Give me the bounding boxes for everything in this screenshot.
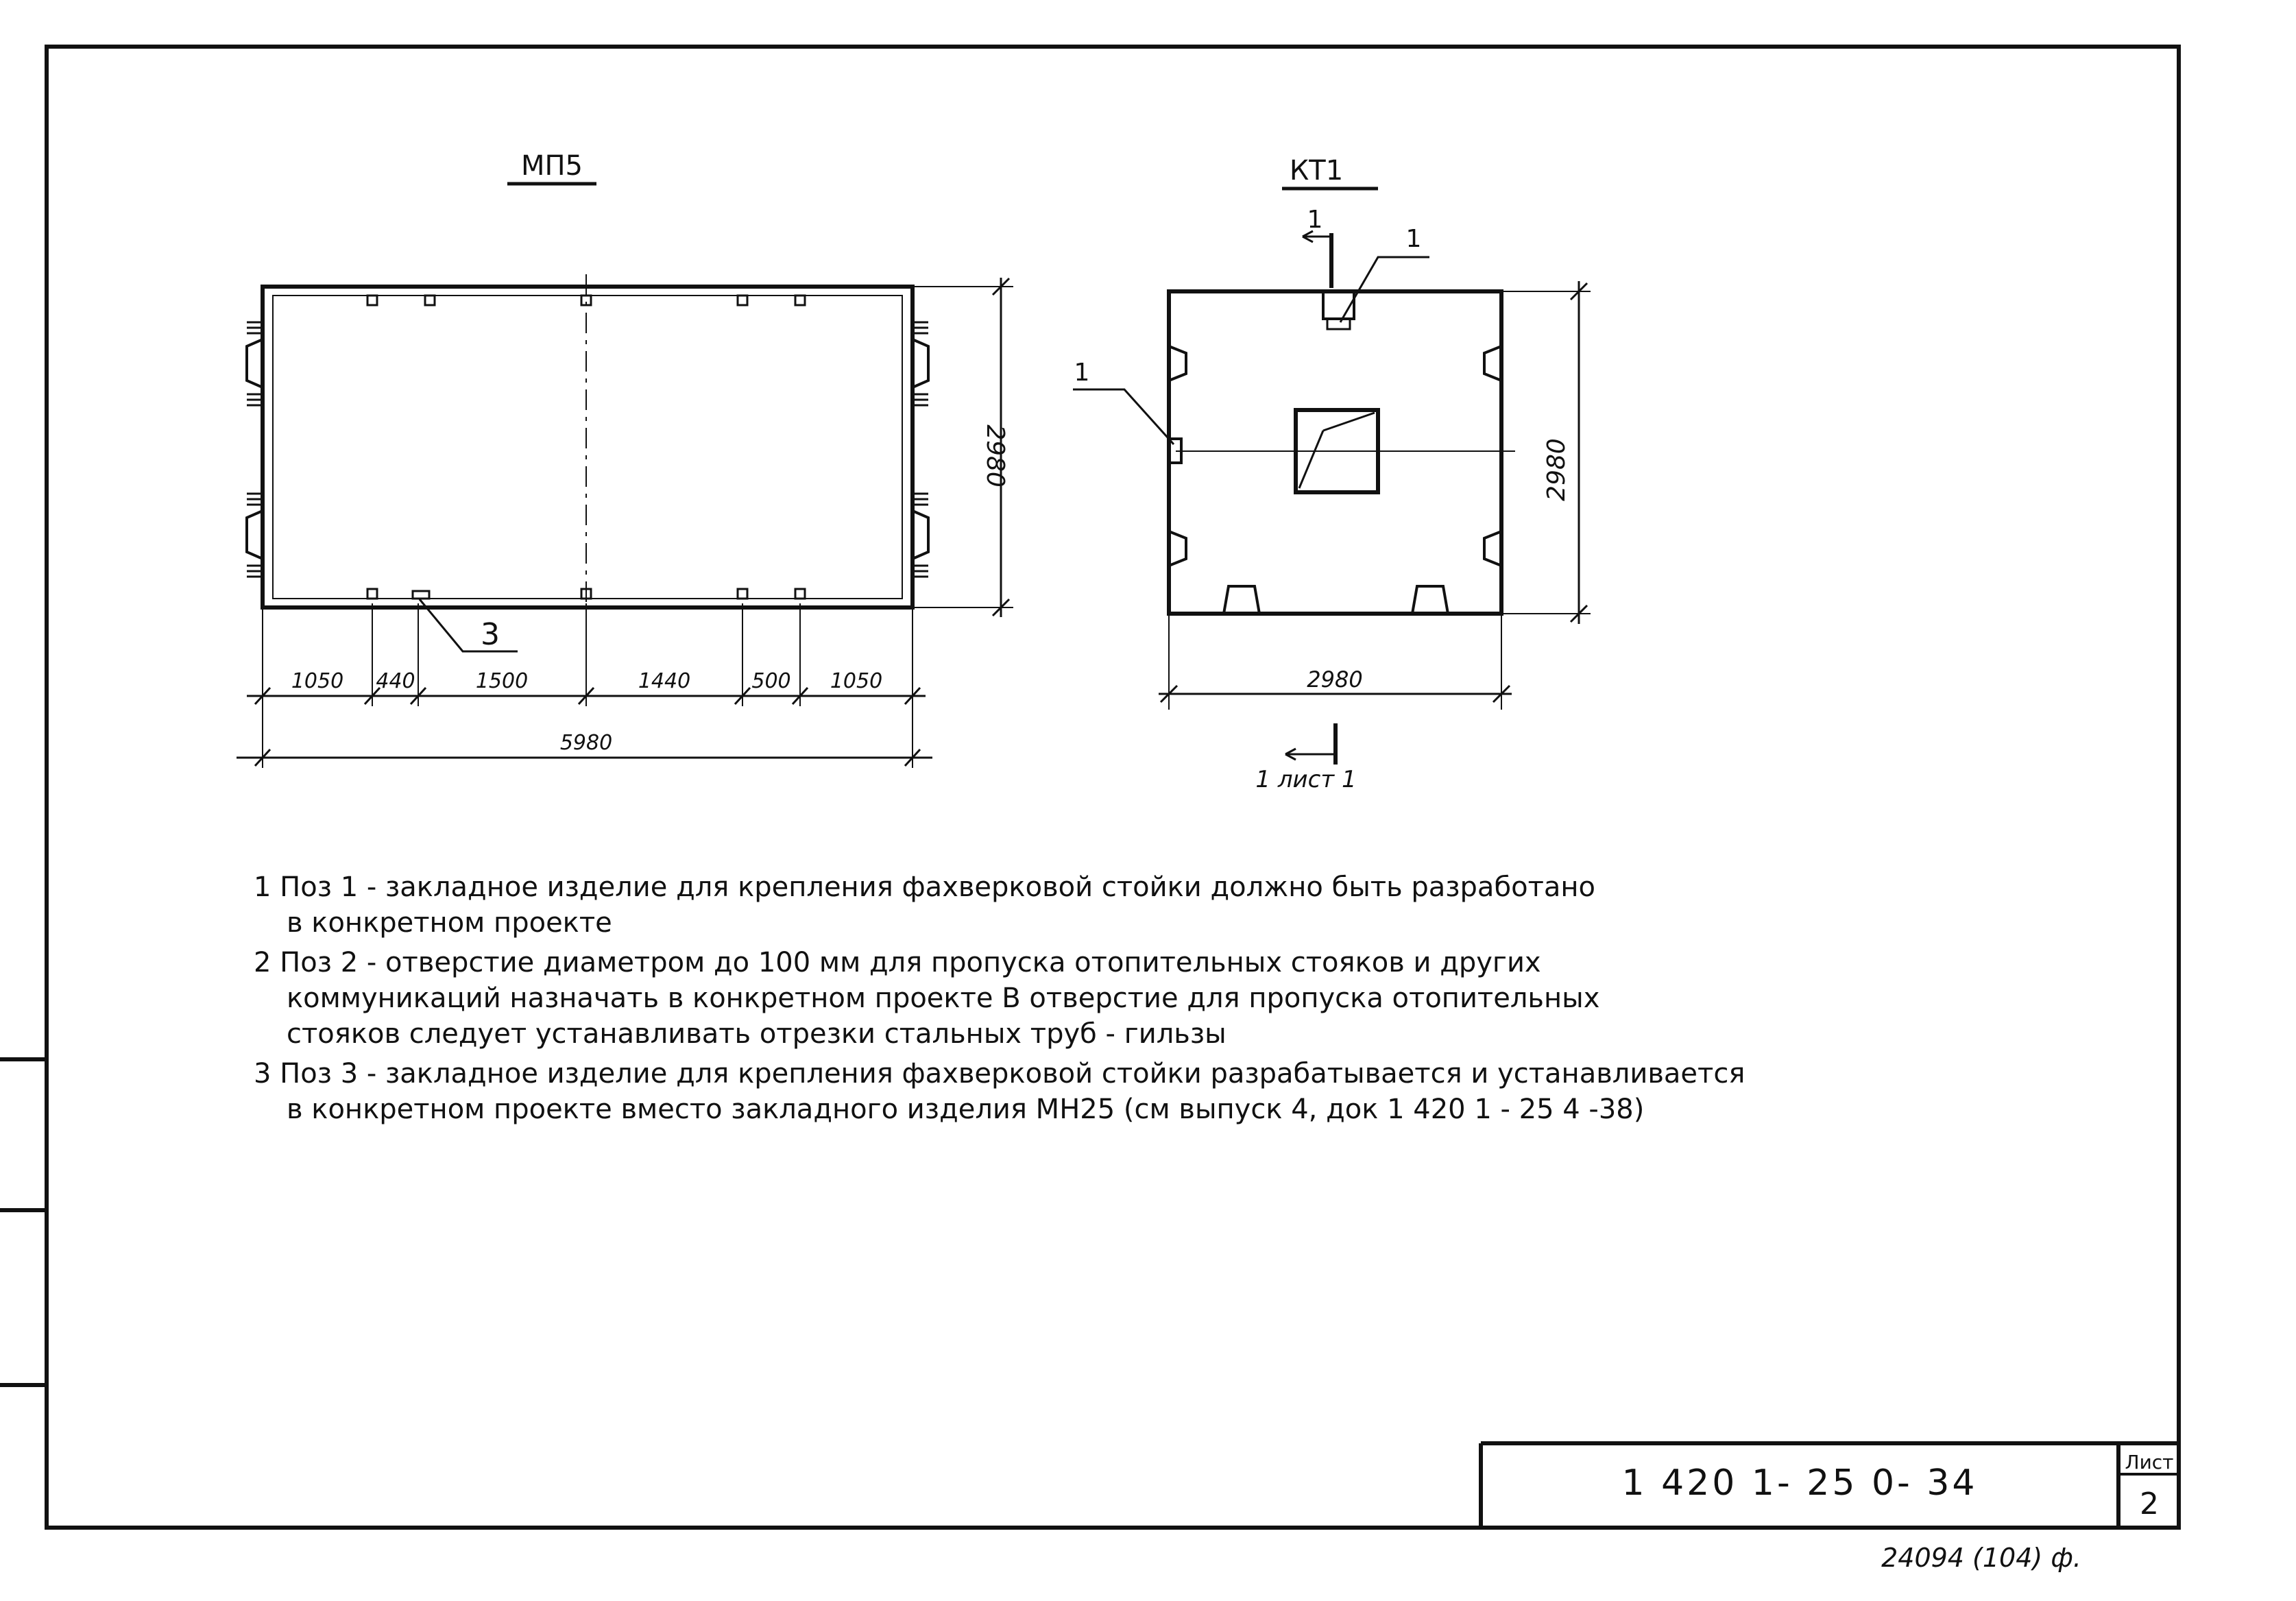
mp5-segment-1050-left: 1050 [291,669,343,693]
mp5-total-label: 5980 [560,731,612,755]
mp5-callout-3: 3 [418,599,518,653]
sheet-label: Лист [2125,1451,2174,1473]
kt1-width-dimension [1159,614,1512,710]
note-2-line-1: Поз 2 - отверстие диаметром до 100 мм дл… [280,947,1541,978]
note-3: 3 Поз 3 - закладное изделие для креплени… [254,1056,1745,1127]
note-3-number: 3 [254,1058,271,1090]
drawing-kt1: КТ1 1 [1073,155,1591,793]
sheet-frame [0,45,2181,1530]
mp5-height-dimension [913,277,1013,617]
kt1-title: КТ1 [1290,155,1343,186]
mp5-total-dimension [237,748,932,767]
mp5-callout-3-label: 3 [481,617,500,652]
mp5-segment-dimension-line [247,603,926,768]
kt1-height-dimension [1501,281,1591,624]
note-1: 1 Поз 1 - закладное изделие для креплени… [254,869,1595,941]
mp5-segment-1440: 1440 [638,669,690,693]
mp5-panel [245,274,930,621]
kt1-section-mark-bottom [1285,723,1338,765]
kt1-callout-top [1339,256,1429,323]
note-1-line-1: Поз 1 - закладное изделие для крепления … [280,871,1596,903]
note-1-line-2: в конкретном проекте [287,907,612,939]
note-2: 2 Поз 2 - отверстие диаметром до 100 мм … [254,945,1599,1052]
document-code: 1 420 1- 25 0- 34 [1621,1462,1977,1504]
note-2-number: 2 [254,947,271,978]
note-2-line-2: коммуникаций назначать в конкретном прое… [287,983,1600,1014]
mp5-segment-440: 440 [376,669,415,693]
mp5-segment-labels: 1050 440 1500 1440 500 1050 [291,669,882,693]
kt1-width-label: 2980 [1307,666,1362,693]
title-block [1479,1441,2180,1528]
kt1-section-mark-top [1302,230,1333,288]
kt1-section-top-label: 1 [1307,206,1323,234]
kt1-callout-left [1073,388,1175,446]
kt1-callout-top-label: 1 [1406,225,1422,253]
kt1-height-label: 2980 [1543,438,1571,501]
mp5-height-label: 2980 [981,424,1009,487]
note-3-line-1: Поз 3 - закладное изделие для крепления … [280,1058,1745,1090]
mp5-segment-500: 500 [751,669,790,693]
mp5-title: МП5 [521,150,583,182]
note-2-line-3: стояков следует устанавливать отрезки ст… [287,1018,1226,1050]
kt1-panel [1167,289,1515,616]
mp5-segment-1050-right: 1050 [830,669,882,693]
mp5-segment-1500: 1500 [476,669,528,693]
drawing-mp5: МП5 [237,150,1013,768]
kt1-section-ref-label: 1 лист 1 [1255,766,1356,793]
archive-number: 24094 (104) ф. [1881,1543,2081,1573]
mp5-edge-hatching [247,321,928,578]
note-1-number: 1 [254,871,271,903]
sheet-number: 2 [2140,1486,2159,1521]
note-3-line-2: в конкретном проекте вместо закладного и… [287,1094,1645,1125]
kt1-callout-left-label: 1 [1074,359,1090,387]
